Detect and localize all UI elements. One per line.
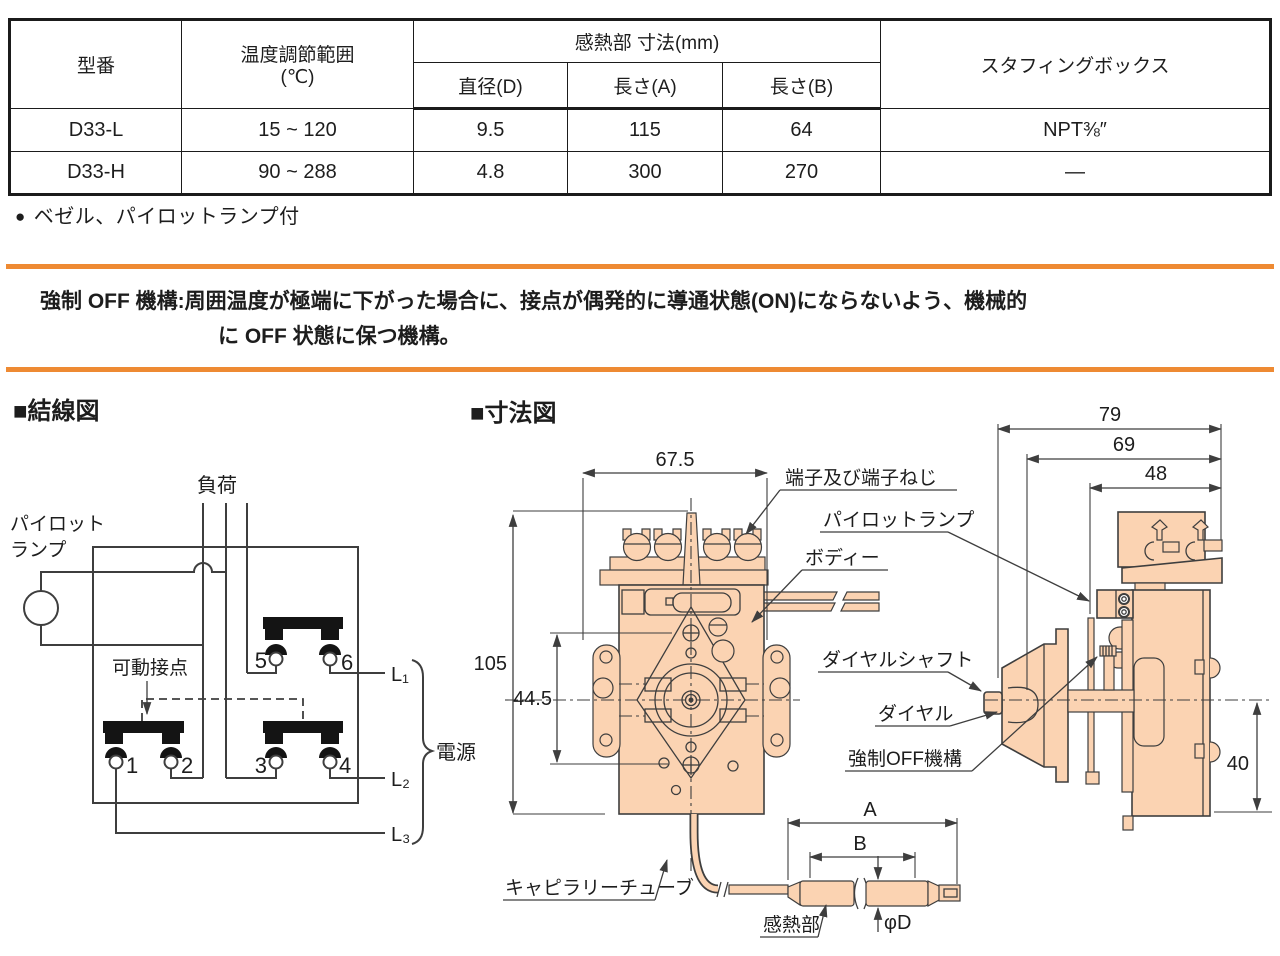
notice-line2: に OFF 状態に保つ機構。	[218, 325, 461, 348]
col-header-temp-range: 温度調節範囲 (℃)	[181, 19, 414, 109]
dim-mount-pitch: 44.5	[513, 688, 552, 710]
cell-length-b: 64	[722, 108, 881, 152]
cell-diameter: 4.8	[413, 151, 568, 195]
line-l2-label: L₂	[391, 769, 410, 791]
cell-length-b: 270	[722, 151, 881, 195]
movable-contact-label: 可動接点	[112, 657, 188, 679]
label-dial: ダイヤル	[878, 703, 953, 725]
dimension-annotations-sensor: A B φD	[786, 799, 959, 934]
contact-pair-top	[263, 617, 343, 667]
label-dial-shaft: ダイヤルシャフト	[822, 649, 973, 671]
dimension-diagram: ■寸法図	[470, 400, 1272, 938]
dial-shaft-side	[1067, 689, 1135, 713]
pilot-lamp-label-1: パイロット	[10, 514, 105, 535]
dimension-title: ■寸法図	[470, 400, 557, 427]
dim-front-width: 67.5	[656, 449, 695, 471]
dim-side-depth-panel: 48	[1145, 463, 1167, 485]
dim-length-a: A	[863, 799, 877, 821]
col-header-length-a: 長さ(A)	[567, 62, 723, 110]
power-label: 電源	[436, 741, 476, 764]
pilot-lamp-housing	[1096, 589, 1134, 619]
power-brace	[411, 659, 436, 845]
col-header-diameter: 直径(D)	[413, 62, 568, 110]
forced-off-screw	[1099, 645, 1117, 691]
label-body: ボディー	[805, 547, 880, 569]
pilot-lamp-symbol	[23, 590, 59, 626]
sensor-bulb	[799, 880, 855, 907]
dimension-annotations-front: 67.5 105 44.5	[474, 449, 769, 815]
terminal-1: 1	[126, 753, 138, 778]
label-terminal: 端子及び端子ねじ	[785, 467, 937, 489]
terminal-2: 2	[181, 753, 193, 778]
pilot-lamp-label-2: ランプ	[10, 539, 66, 561]
cell-model: D33-H	[9, 151, 182, 195]
mounting-ears	[592, 644, 791, 758]
line-l3-label: L₃	[391, 824, 410, 846]
front-view	[505, 498, 880, 872]
dim-side-lower: 40	[1227, 753, 1249, 775]
contact-pair-left	[103, 721, 184, 770]
cell-stuffing: —	[880, 151, 1271, 195]
dim-length-b: B	[853, 833, 866, 855]
table-row: D33-H 90 ~ 288 4.8 300 270 —	[9, 151, 1271, 195]
contact-pair-right	[263, 721, 343, 770]
cell-stuffing: NPT⅜″	[880, 108, 1271, 152]
table-row: D33-L 15 ~ 120 9.5 115 64 NPT⅜″	[9, 108, 1271, 152]
col-header-model: 型番	[9, 19, 182, 109]
col-header-length-b: 長さ(B)	[722, 62, 881, 110]
dial-shaft-front	[983, 691, 1003, 715]
terminal-screws-side	[1144, 519, 1223, 561]
terminal-screws	[622, 528, 763, 562]
cell-temp-range: 90 ~ 288	[181, 151, 414, 195]
terminal-6: 6	[341, 650, 353, 675]
cell-diameter: 9.5	[413, 108, 568, 152]
capillary-and-sensor	[689, 814, 961, 910]
bullet-icon: ●	[15, 207, 26, 226]
dimension-annotations-side: 79 69 48 40	[996, 404, 1272, 813]
cell-length-a: 300	[567, 151, 723, 195]
spec-table: 型番 温度調節範囲 (℃) 感熱部 寸法(mm) スタフィングボックス 直径(D…	[8, 18, 1272, 196]
label-capillary: キャピラリーチューブ	[505, 876, 694, 899]
part-labels: 端子及び端子ねじ パイロットランプ ボディー ダイヤルシャフト ダイヤル 強制O…	[503, 467, 1098, 938]
wiring-diagram: ■結線図 負荷 パイロット ランプ 可動接点	[10, 397, 476, 846]
line-l1-label: L₁	[391, 664, 409, 686]
feature-note: ● ベゼル、パイロットランプ付	[15, 200, 300, 229]
side-view	[983, 511, 1272, 831]
dial	[983, 628, 1069, 783]
mounting-plate	[636, 605, 746, 780]
col-header-sensor-dims: 感熱部 寸法(mm)	[413, 19, 881, 63]
label-forced-off: 強制OFF機構	[848, 748, 962, 770]
load-label: 負荷	[197, 474, 237, 497]
feature-note-text: ベゼル、パイロットランプ付	[33, 206, 300, 228]
dim-diameter: φD	[884, 912, 911, 934]
terminal-5: 5	[255, 648, 267, 673]
label-pilot-lamp: パイロットランプ	[823, 509, 974, 531]
terminal-3: 3	[255, 753, 267, 778]
dim-side-depth-total: 79	[1099, 404, 1121, 426]
dim-front-height: 105	[474, 653, 507, 675]
notice-line1: 強制 OFF 機構:周囲温度が極端に下がった場合に、接点が偶発的に導通状態(ON…	[40, 290, 1028, 313]
cell-model: D33-L	[9, 108, 182, 152]
movable-contact-link	[141, 698, 304, 721]
cell-length-a: 115	[567, 108, 723, 152]
cell-temp-range: 15 ~ 120	[181, 108, 414, 152]
dim-side-depth-mid: 69	[1113, 434, 1135, 456]
terminal-4: 4	[339, 753, 351, 778]
temp-range-line1: 温度調節範囲	[240, 45, 355, 67]
temp-range-line2: (℃)	[280, 67, 315, 89]
diagrams-canvas: ■結線図 負荷 パイロット ランプ 可動接点	[10, 397, 1272, 938]
col-header-stuffing-box: スタフィングボックス	[880, 19, 1271, 109]
forced-off-notice: 強制 OFF 機構:周囲温度が極端に下がった場合に、接点が偶発的に導通状態(ON…	[6, 264, 1274, 372]
label-sensor: 感熱部	[763, 914, 820, 936]
wiring-title: ■結線図	[13, 397, 100, 425]
